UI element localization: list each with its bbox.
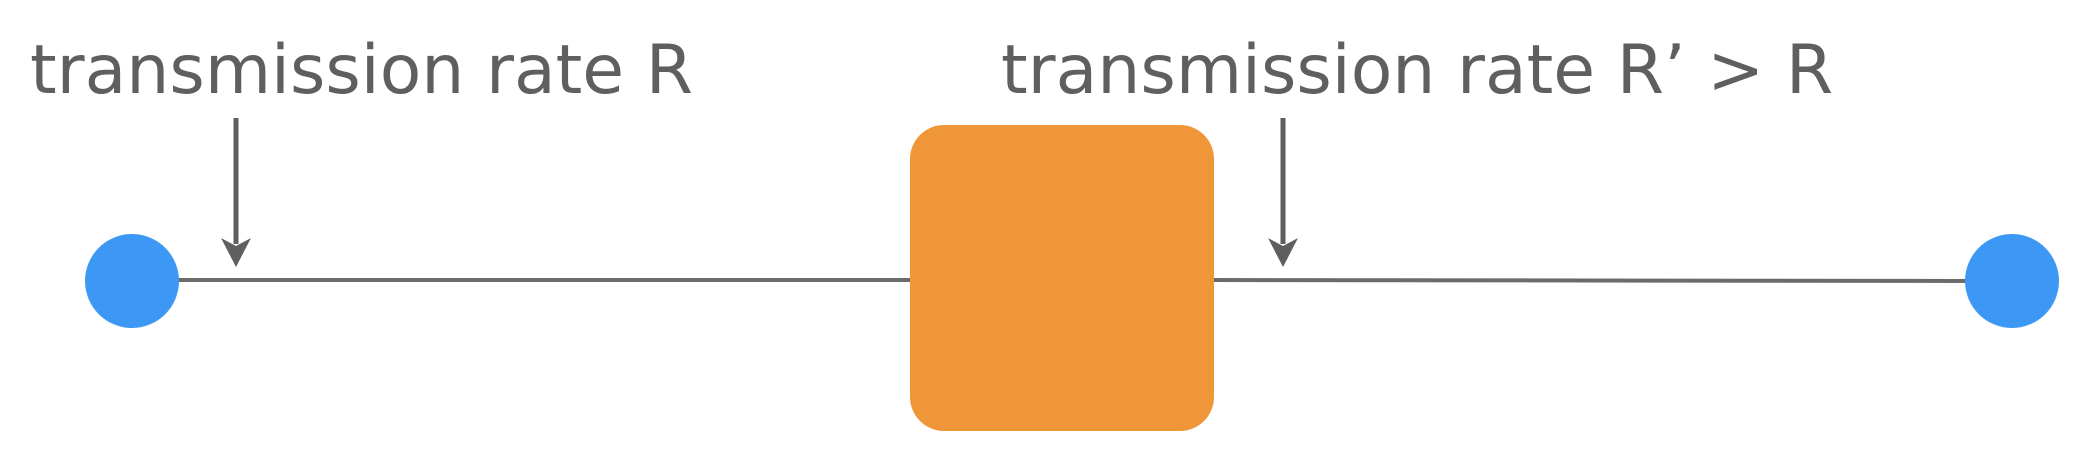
right-arrow-icon — [1268, 118, 1298, 267]
right-rate-label: transmission rate R’ > R — [1001, 31, 1833, 110]
router-box — [910, 125, 1214, 431]
left-rate-label: transmission rate R — [30, 31, 693, 110]
left-host-node — [85, 234, 179, 328]
left-arrow-icon — [221, 118, 251, 267]
right-host-node — [1965, 234, 2059, 328]
right-link — [1211, 278, 1976, 283]
